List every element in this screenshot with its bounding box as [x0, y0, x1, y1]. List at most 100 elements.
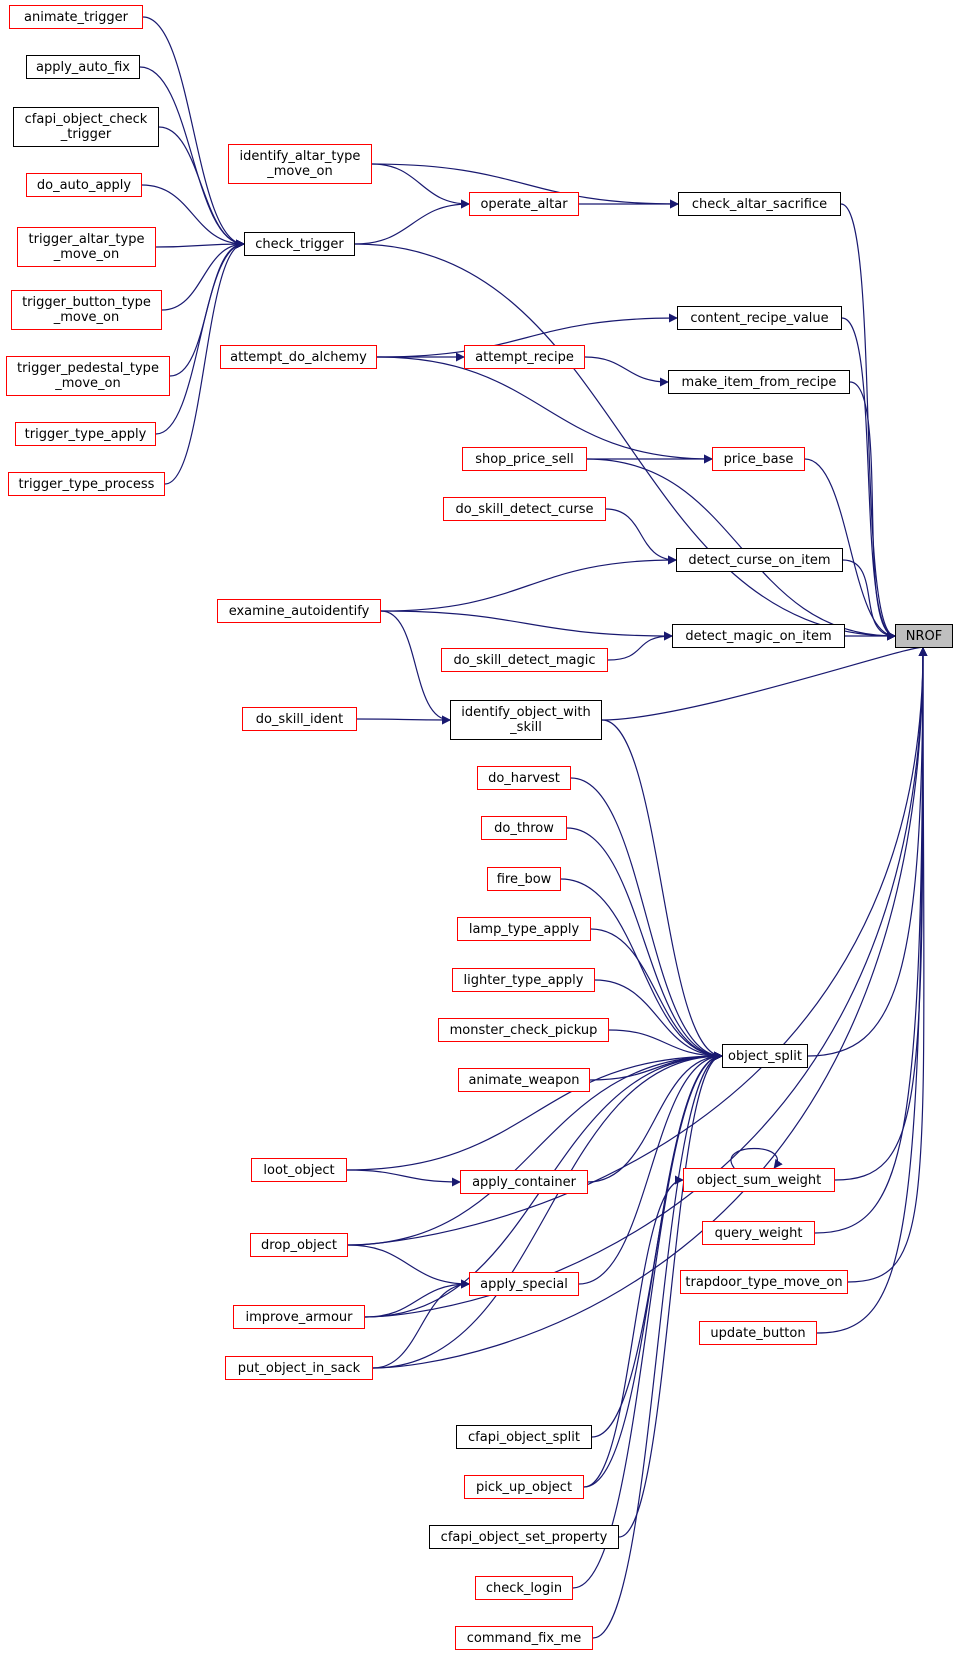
edge-apply-container-to-object-split — [587, 1051, 723, 1183]
node-apply-special[interactable]: apply_special — [469, 1272, 579, 1296]
node-cfapi-object-split[interactable]: cfapi_object_split — [456, 1425, 592, 1449]
node-trigger-pedestal-type-move-on[interactable]: trigger_pedestal_type _move_on — [6, 356, 170, 396]
node-animate-weapon[interactable]: animate_weapon — [458, 1068, 590, 1092]
edge-put-object-in-sack-to-apply-special — [372, 1279, 470, 1369]
node-update-button[interactable]: update_button — [699, 1321, 817, 1345]
edge-loot-object-to-object-split — [346, 1051, 723, 1171]
node-command-fix-me[interactable]: command_fix_me — [455, 1626, 593, 1650]
node-trigger-type-process[interactable]: trigger_type_process — [8, 472, 165, 496]
edge-do-skill-ident-to-identify-object-with-skill — [356, 715, 451, 725]
node-apply-container[interactable]: apply_container — [460, 1170, 588, 1194]
edge-drop-object-to-nrof — [347, 647, 928, 1246]
node-pick-up-object[interactable]: pick_up_object — [464, 1475, 584, 1499]
edge-identify-altar-type-move-on-to-check-altar-sacrifice — [371, 163, 679, 209]
edge-animate-trigger-to-check-trigger — [142, 16, 245, 249]
node-detect-magic-on-item[interactable]: detect_magic_on_item — [672, 624, 845, 648]
edge-identify-object-with-skill-to-nrof — [601, 639, 928, 721]
node-query-weight[interactable]: query_weight — [702, 1221, 815, 1245]
edge-attempt-do-alchemy-to-content-recipe-value — [376, 313, 678, 358]
edge-command-fix-me-to-object-split — [592, 1051, 723, 1639]
node-monster-check-pickup[interactable]: monster_check_pickup — [438, 1018, 609, 1042]
edge-cfapi-object-check-trigger-to-check-trigger — [158, 126, 245, 249]
edge-trigger-type-process-to-check-trigger — [164, 239, 245, 485]
edge-improve-armour-to-nrof — [364, 647, 928, 1318]
edge-detect-curse-on-item-to-nrof — [842, 559, 896, 641]
edge-apply-special-to-object-split — [578, 1051, 723, 1285]
edge-identify-object-with-skill-to-object-split — [601, 719, 723, 1061]
edge-price-base-to-nrof — [804, 458, 896, 641]
edge-lamp-type-apply-to-object-split — [590, 928, 723, 1061]
edge-do-throw-to-object-split — [566, 827, 723, 1061]
node-attempt-do-alchemy[interactable]: attempt_do_alchemy — [220, 345, 377, 369]
edge-examine-autoidentify-to-identify-object-with-skill — [380, 610, 451, 725]
edge-content-recipe-value-to-nrof — [841, 317, 896, 641]
edge-check-trigger-to-operate-altar — [354, 199, 470, 245]
edge-trigger-type-apply-to-check-trigger — [155, 239, 245, 435]
edge-do-skill-detect-magic-to-detect-magic-on-item — [607, 631, 673, 661]
edge-do-auto-apply-to-check-trigger — [141, 184, 245, 249]
node-apply-auto-fix[interactable]: apply_auto_fix — [26, 55, 140, 79]
edge-examine-autoidentify-to-detect-curse-on-item — [380, 555, 677, 612]
node-do-throw[interactable]: do_throw — [481, 816, 567, 840]
node-improve-armour[interactable]: improve_armour — [233, 1305, 365, 1329]
edge-examine-autoidentify-to-detect-magic-on-item — [380, 610, 673, 641]
node-examine-autoidentify[interactable]: examine_autoidentify — [217, 599, 381, 623]
edge-check-trigger-to-nrof — [354, 243, 896, 641]
node-trigger-type-apply[interactable]: trigger_type_apply — [15, 422, 156, 446]
edge-attempt-recipe-to-make-item-from-recipe — [584, 356, 669, 387]
edge-identify-altar-type-move-on-to-operate-altar — [371, 163, 470, 209]
node-drop-object[interactable]: drop_object — [250, 1233, 348, 1257]
node-attempt-recipe[interactable]: attempt_recipe — [464, 345, 585, 369]
edge-put-object-in-sack-to-nrof — [372, 647, 928, 1369]
node-identify-object-with-skill[interactable]: identify_object_with _skill — [450, 700, 602, 740]
node-price-base[interactable]: price_base — [712, 447, 805, 471]
node-check-altar-sacrifice[interactable]: check_altar_sacrifice — [678, 192, 841, 216]
edge-make-item-from-recipe-to-nrof — [849, 381, 896, 641]
node-check-login[interactable]: check_login — [475, 1576, 573, 1600]
node-do-skill-detect-curse[interactable]: do_skill_detect_curse — [443, 497, 606, 521]
node-trapdoor-type-move-on[interactable]: trapdoor_type_move_on — [680, 1270, 848, 1294]
node-cfapi-object-set-property[interactable]: cfapi_object_set_property — [429, 1525, 619, 1549]
node-identify-altar-type-move-on[interactable]: identify_altar_type _move_on — [228, 144, 372, 184]
edge-drop-object-to-apply-special — [347, 1244, 470, 1289]
node-operate-altar[interactable]: operate_altar — [469, 192, 579, 216]
node-do-skill-ident[interactable]: do_skill_ident — [242, 707, 357, 731]
edge-attempt-do-alchemy-to-price-base — [376, 356, 713, 464]
node-do-skill-detect-magic[interactable]: do_skill_detect_magic — [441, 648, 608, 672]
node-shop-price-sell[interactable]: shop_price_sell — [462, 447, 587, 471]
node-lighter-type-apply[interactable]: lighter_type_apply — [452, 968, 595, 992]
node-trigger-button-type-move-on[interactable]: trigger_button_type _move_on — [11, 290, 162, 330]
edge-trapdoor-type-move-on-to-nrof — [847, 647, 928, 1283]
node-cfapi-object-check-trigger[interactable]: cfapi_object_check _trigger — [13, 107, 159, 147]
edge-fire-bow-to-object-split — [560, 878, 723, 1061]
edge-improve-armour-to-apply-special — [364, 1279, 470, 1318]
node-detect-curse-on-item[interactable]: detect_curse_on_item — [676, 548, 843, 572]
node-object-split[interactable]: object_split — [722, 1044, 808, 1068]
node-put-object-in-sack[interactable]: put_object_in_sack — [225, 1356, 373, 1380]
node-object-sum-weight[interactable]: object_sum_weight — [683, 1168, 835, 1192]
node-nrof: NROF — [895, 624, 953, 648]
edge-lighter-type-apply-to-object-split — [594, 979, 723, 1061]
node-animate-trigger[interactable]: animate_trigger — [9, 5, 143, 29]
edge-update-button-to-nrof — [816, 647, 928, 1334]
node-do-auto-apply[interactable]: do_auto_apply — [26, 173, 142, 197]
node-trigger-altar-type-move-on[interactable]: trigger_altar_type _move_on — [17, 227, 156, 267]
edge-do-skill-detect-curse-to-detect-curse-on-item — [605, 508, 677, 565]
edge-loot-object-to-apply-container — [346, 1169, 461, 1187]
edge-trigger-button-type-move-on-to-check-trigger — [161, 239, 245, 311]
edge-object-sum-weight-to-object-sum-weight — [730, 1148, 783, 1169]
node-make-item-from-recipe[interactable]: make_item_from_recipe — [668, 370, 850, 394]
edge-check-login-to-object-split — [572, 1051, 723, 1589]
node-lamp-type-apply[interactable]: lamp_type_apply — [457, 917, 591, 941]
edge-object-split-to-nrof — [807, 647, 928, 1057]
edge-pick-up-object-to-object-sum-weight — [583, 1175, 684, 1488]
node-do-harvest[interactable]: do_harvest — [477, 766, 571, 790]
node-content-recipe-value[interactable]: content_recipe_value — [677, 306, 842, 330]
node-fire-bow[interactable]: fire_bow — [487, 867, 561, 891]
node-loot-object[interactable]: loot_object — [251, 1158, 347, 1182]
edge-do-harvest-to-object-split — [570, 777, 723, 1061]
node-check-trigger[interactable]: check_trigger — [244, 232, 355, 256]
edge-trigger-altar-type-move-on-to-check-trigger — [155, 239, 245, 249]
